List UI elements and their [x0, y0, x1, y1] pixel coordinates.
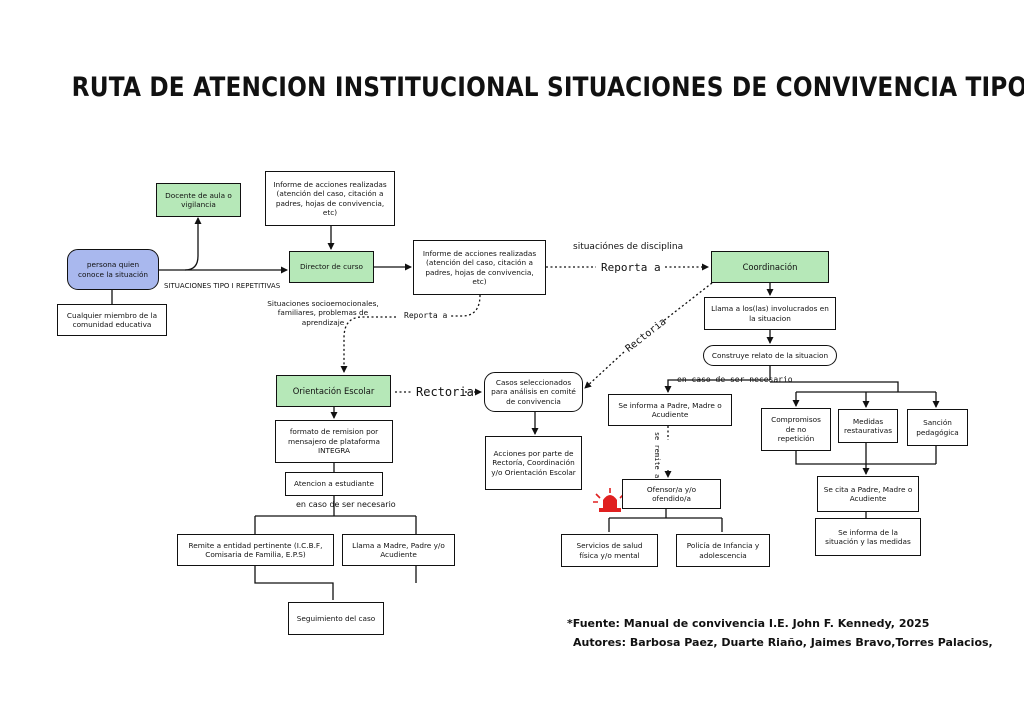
llama-involucrados-node: Llama a los(las) involucrados en la situ… — [704, 297, 836, 330]
policia-infancia-node: Policía de Infancia y adolescencia — [676, 534, 770, 567]
persona-node: persona quien conoce la situación — [67, 249, 159, 290]
page-title: RUTA DE ATENCION INSTITUCIONAL SITUACION… — [71, 72, 1024, 103]
label-se-remite-a: se remite a — [653, 431, 662, 479]
label-reporta-a-2: Reporta a — [404, 311, 448, 320]
sancion-node: Sanción pedagógica — [907, 409, 968, 446]
formato-remision-node: formato de remision por mensajero de pla… — [275, 420, 393, 463]
informa-medidas-node: Se informa de la situación y las medidas — [815, 518, 921, 556]
source-fuente: *Fuente: Manual de convivencia I.E. John… — [567, 617, 930, 630]
director-node: Director de curso — [289, 251, 374, 283]
remite-entidad-node: Remite a entidad pertinente (I.C.B.F, Co… — [177, 534, 334, 566]
label-caso-necesario-1: en caso de ser necesario — [677, 375, 793, 384]
construye-relato-node: Construye relato de la situacion — [703, 345, 837, 366]
docente-node: Docente de aula o vigilancia — [156, 183, 241, 217]
orientacion-node: Orientación Escolar — [276, 375, 391, 407]
label-caso-necesario-2: en caso de ser necesario — [296, 500, 396, 509]
label-tipo-i: SITUACIONES TIPO I REPETITIVAS — [164, 282, 281, 290]
label-socioemocionales: Situaciones socioemocionales, familiares… — [267, 299, 379, 327]
informe-acciones-node-1: Informe de acciones realizadas (atención… — [265, 171, 395, 226]
acciones-rectoria-node: Acciones por parte de Rectoría, Coordina… — [485, 436, 582, 490]
label-reporta-a-1: Reporta a — [601, 261, 661, 274]
cita-padre-node: Se cita a Padre, Madre o Acudiente — [817, 476, 919, 512]
seguimiento-node: Seguimiento del caso — [288, 602, 384, 635]
atencion-estudiante-node: Atencion a estudiante — [285, 472, 383, 496]
ofensor-ofendido-node: Ofensor/a y/o ofendido/a — [622, 479, 721, 509]
llama-madre-node: Llama a Madre, Padre y/o Acudiente — [342, 534, 455, 566]
informa-padre-node: Se informa a Padre, Madre o Acudiente — [608, 394, 732, 426]
label-disciplina: situaciónes de disciplina — [573, 242, 684, 252]
compromisos-node: Compromisos de no repetición — [761, 408, 831, 451]
informe-acciones-node-2: Informe de acciones realizadas (atención… — [413, 240, 546, 295]
cualquier-miembro-node: Cualquier miembro de la comunidad educat… — [57, 304, 167, 336]
casos-comite-node: Casos seleccionados para análisis en com… — [484, 372, 583, 412]
medidas-restaurativas-node: Medidas restaurativas — [838, 409, 898, 443]
source-autores: Autores: Barbosa Paez, Duarte Riaño, Jai… — [573, 636, 993, 649]
servicios-salud-node: Servicios de salud física y/o mental — [561, 534, 658, 567]
label-rectoria-1: Rectoria — [416, 385, 474, 399]
alarm-siren-icon — [593, 488, 627, 512]
coordinacion-node: Coordinación — [711, 251, 829, 283]
